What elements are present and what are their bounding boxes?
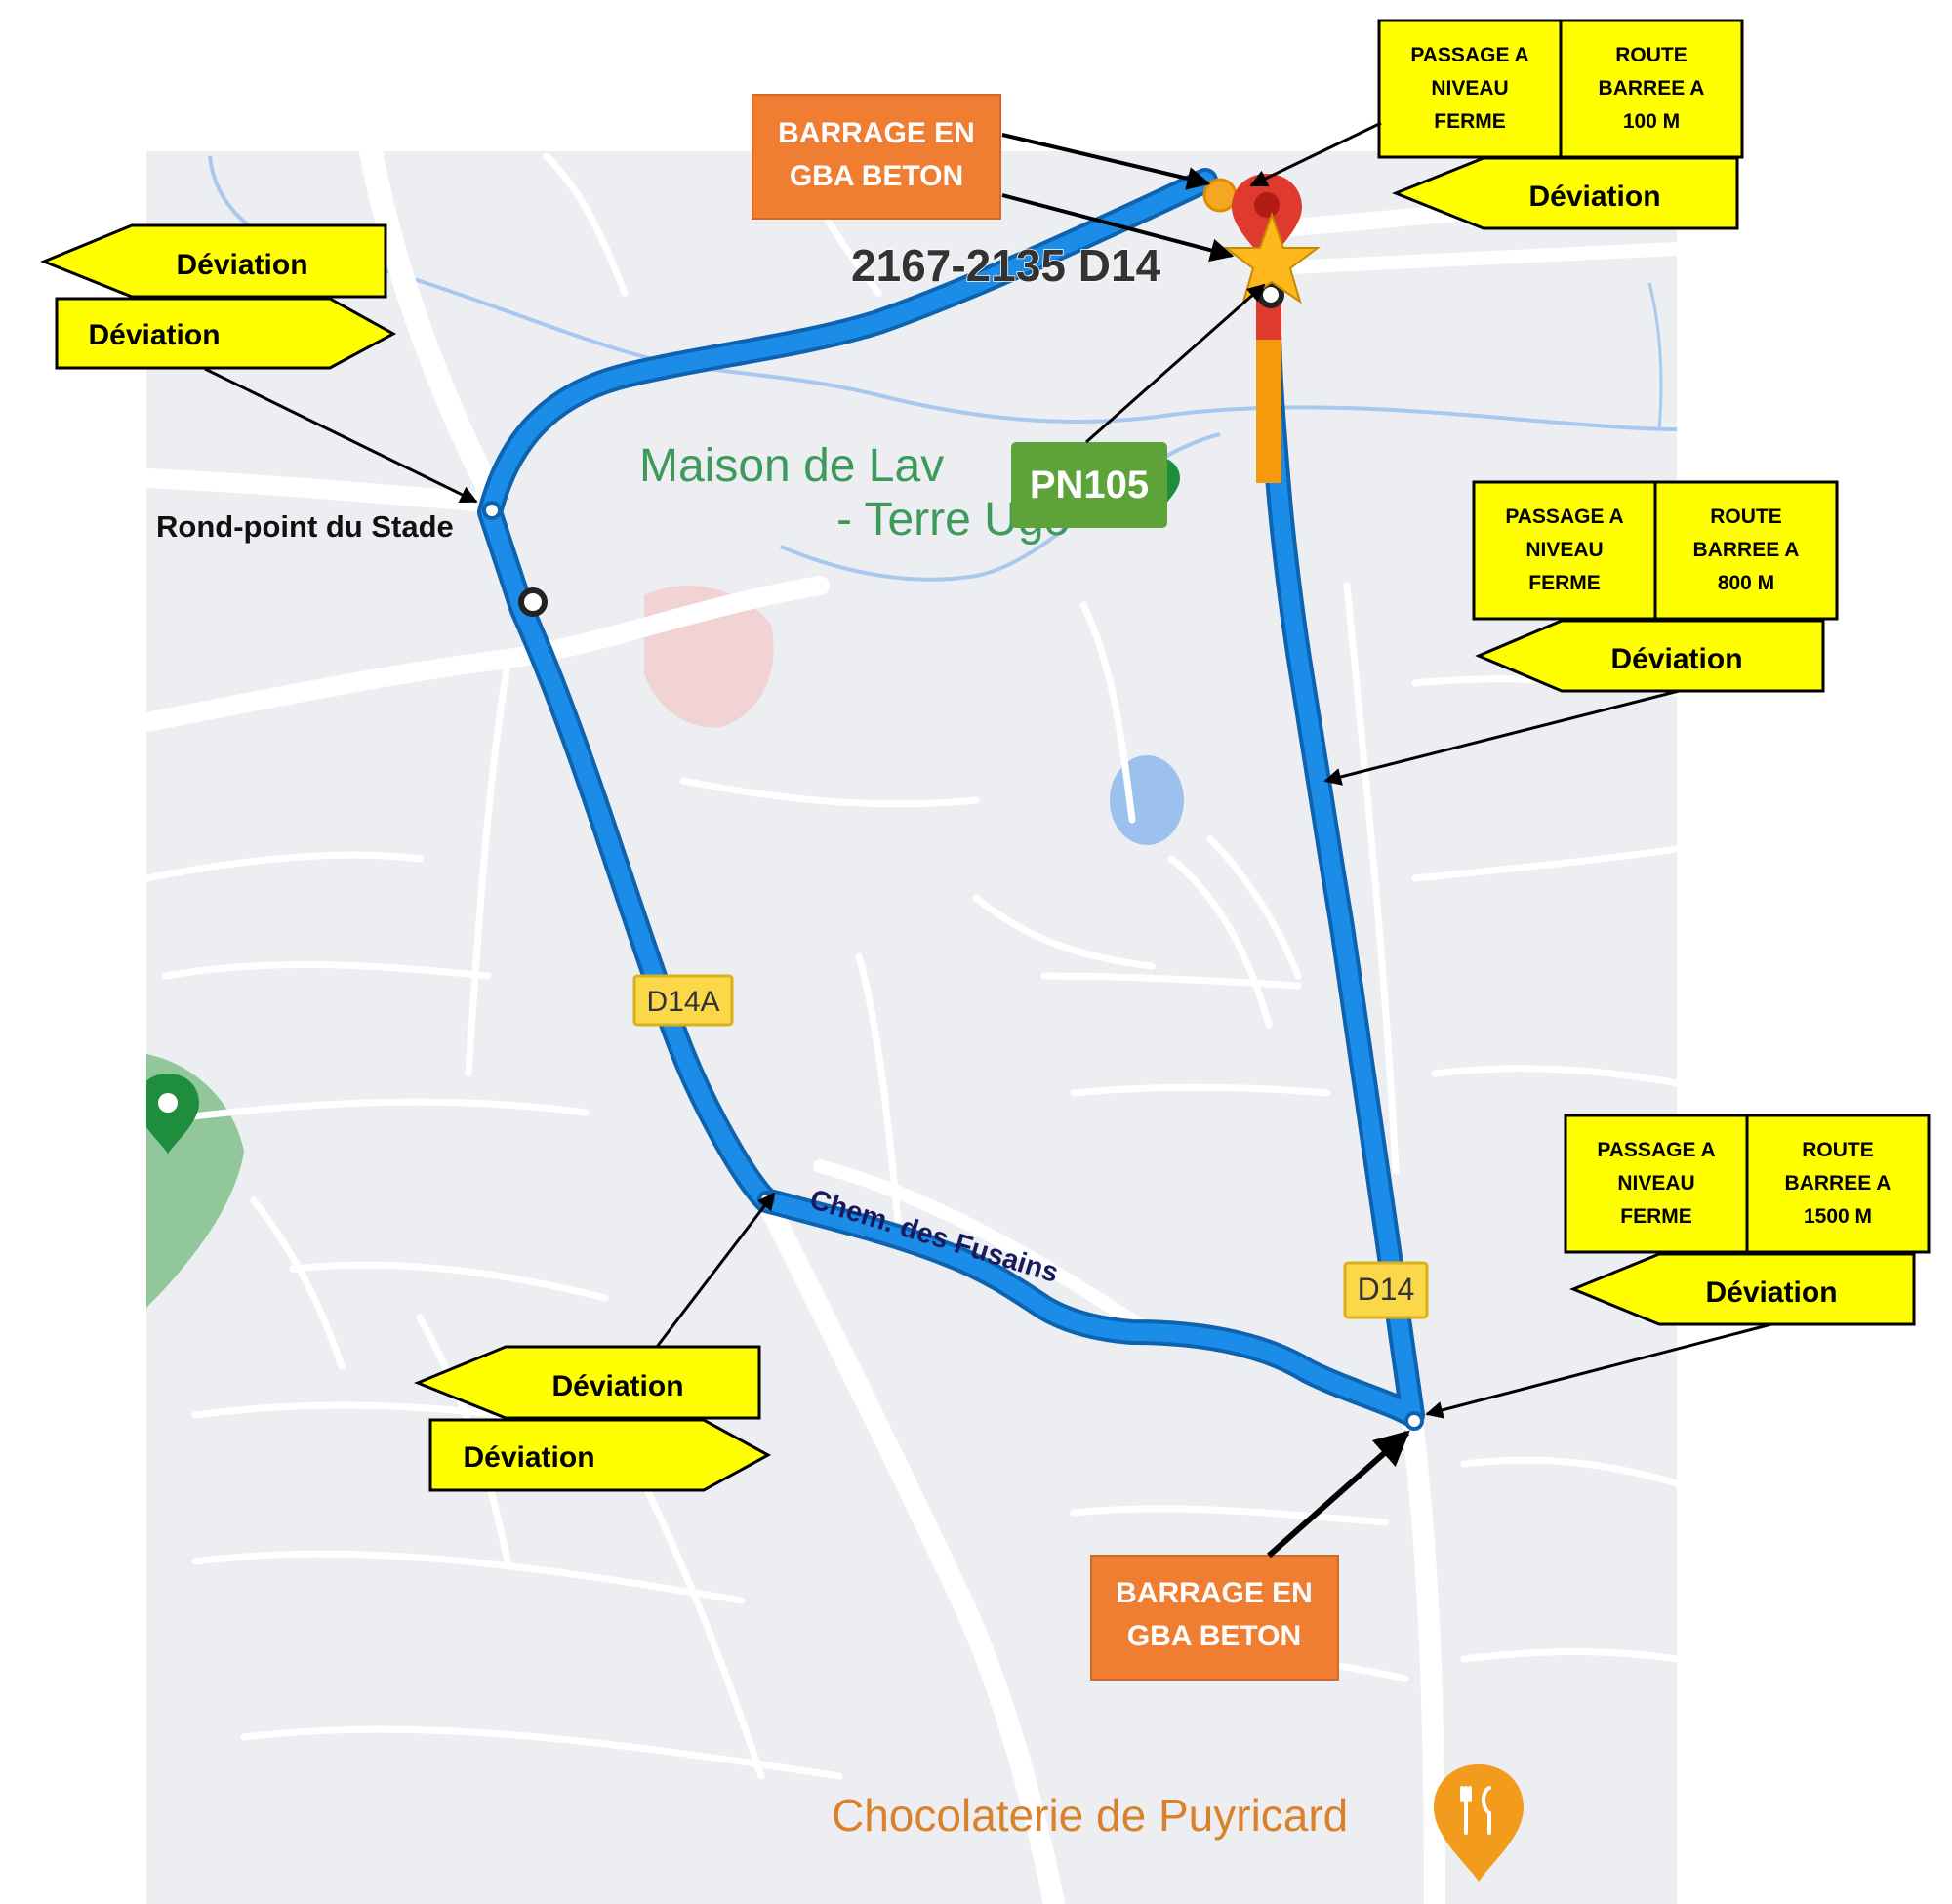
svg-text:FERME: FERME (1434, 110, 1506, 133)
waypoint-icon[interactable] (518, 587, 548, 617)
svg-text:PN105: PN105 (1030, 464, 1149, 506)
svg-text:BARRAGE EN: BARRAGE EN (778, 117, 975, 149)
svg-text:GBA BETON: GBA BETON (790, 160, 963, 192)
svg-text:100 M: 100 M (1623, 110, 1680, 133)
deviation-sign-right-top: Déviation (55, 297, 397, 370)
svg-text:Déviation: Déviation (1705, 1276, 1837, 1309)
svg-text:PASSAGE A: PASSAGE A (1597, 1139, 1715, 1161)
svg-text:PASSAGE A: PASSAGE A (1505, 506, 1623, 528)
deviation-sign-bottom-left-2: Déviation (428, 1418, 772, 1492)
svg-text:NIVEAU: NIVEAU (1525, 539, 1603, 561)
restaurant-pin-icon[interactable] (1434, 1764, 1524, 1882)
svg-text:BARREE A: BARREE A (1599, 77, 1705, 100)
place-label-chocolaterie: Chocolaterie de Puyricard (832, 1790, 1348, 1841)
destination-pin-icon[interactable] (1232, 174, 1302, 263)
park-pin-icon[interactable] (137, 1074, 199, 1154)
star-icon (1223, 211, 1321, 304)
road-shield-d14a: D14A (632, 974, 734, 1027)
svg-text:FERME: FERME (1528, 572, 1601, 594)
svg-text:Déviation: Déviation (551, 1370, 683, 1402)
deviation-sign-left-top: Déviation (40, 223, 387, 299)
pond (1110, 755, 1184, 845)
svg-text:ROUTE: ROUTE (1802, 1139, 1874, 1161)
svg-text:Déviation: Déviation (88, 319, 220, 351)
svg-text:BARRAGE EN: BARRAGE EN (1116, 1577, 1313, 1609)
place-label-maison: Maison de Lav (639, 440, 944, 492)
deviation-sign-bottom-left-1: Déviation (414, 1345, 761, 1420)
svg-text:Déviation: Déviation (463, 1441, 594, 1474)
start-marker (1202, 178, 1238, 213)
closure-sign-middle: PASSAGE A NIVEAU FERME ROUTE BARREE A 80… (1472, 480, 1839, 621)
deviation-sign-top-right: Déviation (1391, 156, 1739, 230)
svg-text:D14A: D14A (646, 986, 719, 1018)
waypoint-icon[interactable] (1404, 1411, 1424, 1431)
closure-sign-top: PASSAGE A NIVEAU FERME ROUTE BARREE A 10… (1377, 19, 1744, 159)
svg-text:Déviation: Déviation (176, 249, 307, 281)
barrage-sign-bottom: BARRAGE EN GBA BETON (1090, 1555, 1339, 1681)
svg-text:GBA BETON: GBA BETON (1127, 1620, 1301, 1652)
svg-text:Déviation: Déviation (1610, 643, 1742, 675)
svg-text:Déviation: Déviation (1528, 181, 1660, 213)
barrage-sign-top: BARRAGE EN GBA BETON (752, 94, 1001, 220)
waypoint-icon[interactable] (482, 501, 502, 520)
address-label: 2167-2135 D14 (851, 240, 1161, 291)
svg-text:NIVEAU: NIVEAU (1431, 77, 1508, 100)
deviation-route[interactable] (477, 168, 1425, 1428)
deviation-sign-middle-right: Déviation (1475, 619, 1825, 693)
svg-text:BARREE A: BARREE A (1785, 1172, 1891, 1195)
svg-text:D14: D14 (1358, 1272, 1415, 1307)
street-label-rond-point: Rond-point du Stade (156, 509, 454, 544)
svg-text:NIVEAU: NIVEAU (1617, 1172, 1694, 1195)
map-canvas[interactable]: Maison de Lav - Terre Ugo 2167-2135 D14 … (137, 151, 1677, 1904)
road-shield-d14: D14 (1343, 1261, 1429, 1319)
closure-sign-bottom: PASSAGE A NIVEAU FERME ROUTE BARREE A 15… (1564, 1114, 1931, 1254)
pn105-badge: PN105 (1011, 442, 1167, 528)
svg-text:PASSAGE A: PASSAGE A (1410, 44, 1528, 66)
pointer-arrows (204, 121, 1772, 1559)
svg-text:1500 M: 1500 M (1804, 1205, 1872, 1228)
svg-text:BARREE A: BARREE A (1693, 539, 1800, 561)
svg-text:800 M: 800 M (1718, 572, 1774, 594)
svg-text:FERME: FERME (1620, 1205, 1692, 1228)
svg-text:ROUTE: ROUTE (1710, 506, 1782, 528)
deviation-sign-bottom-right: Déviation (1569, 1252, 1916, 1326)
svg-text:ROUTE: ROUTE (1615, 44, 1688, 66)
